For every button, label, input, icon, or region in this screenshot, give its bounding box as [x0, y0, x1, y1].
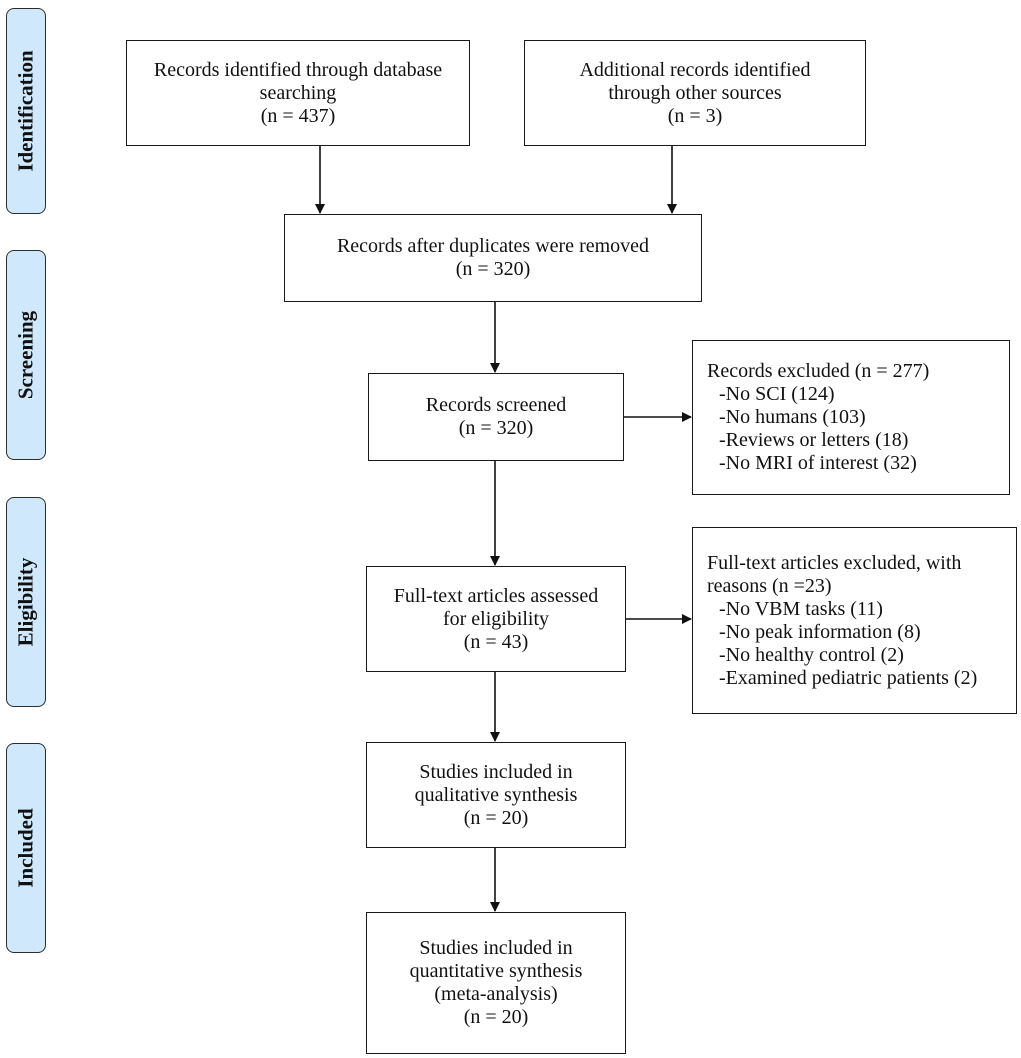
box-fulltext-line2: for eligibility — [442, 607, 550, 630]
box-database-line1: Records identified through database — [153, 58, 443, 81]
box-qualitative-count: (n = 20) — [463, 806, 529, 829]
box-other-count: (n = 3) — [667, 104, 723, 127]
box-fulltext-assessed: Full-text articles assessed for eligibil… — [366, 566, 626, 672]
box-fulltext-excluded-title2: reasons (n =23) — [707, 574, 832, 597]
box-fulltext-count: (n = 43) — [463, 630, 529, 653]
phase-screening: Screening — [6, 250, 46, 460]
box-fulltext-line1: Full-text articles assessed — [393, 584, 599, 607]
box-quantitative-line3: (meta-analysis) — [434, 983, 558, 1005]
phase-identification: Identification — [6, 8, 46, 214]
box-fulltext-excluded: Full-text articles excluded, with reason… — [692, 527, 1017, 714]
box-qualitative: Studies included in qualitative synthesi… — [366, 742, 626, 848]
box-excluded-title: Records excluded (n = 277) — [707, 360, 930, 382]
box-screened-line1: Records screened — [425, 394, 567, 416]
box-database-count: (n = 437) — [260, 104, 336, 127]
box-qualitative-line1: Studies included in — [419, 760, 573, 783]
box-quantitative: Studies included in quantitative synthes… — [366, 912, 626, 1054]
box-dedup: Records after duplicates were removed (n… — [284, 214, 702, 302]
box-dedup-count: (n = 320) — [455, 258, 531, 280]
phase-eligibility: Eligibility — [6, 497, 46, 707]
box-quantitative-count: (n = 20) — [463, 1006, 529, 1028]
box-dedup-line1: Records after duplicates were removed — [336, 235, 650, 257]
box-records-excluded: Records excluded (n = 277) -No SCI (124)… — [692, 340, 1010, 495]
phase-included: Included — [6, 743, 46, 953]
excluded-item: -Reviews or letters (18) — [719, 429, 909, 451]
box-database-records: Records identified through database sear… — [126, 40, 470, 146]
fulltext-excluded-item: -No healthy control (2) — [719, 643, 904, 666]
excluded-item: -No SCI (124) — [719, 383, 835, 405]
box-fulltext-excluded-title1: Full-text articles excluded, with — [707, 551, 962, 574]
excluded-item: -No humans (103) — [719, 406, 866, 428]
box-screened: Records screened (n = 320) — [368, 373, 624, 461]
box-screened-count: (n = 320) — [458, 417, 534, 439]
box-database-line2: searching — [259, 81, 337, 104]
box-other-line1: Additional records identified — [579, 58, 811, 81]
fulltext-excluded-item: -No peak information (8) — [719, 620, 921, 643]
box-quantitative-line1: Studies included in — [419, 937, 573, 959]
box-quantitative-line2: quantitative synthesis — [409, 960, 583, 982]
excluded-item: -No MRI of interest (32) — [719, 452, 917, 474]
fulltext-excluded-item: -No VBM tasks (11) — [719, 597, 883, 620]
box-other-line2: through other sources — [608, 81, 782, 104]
fulltext-excluded-item: -Examined pediatric patients (2) — [719, 666, 978, 689]
box-other-records: Additional records identified through ot… — [524, 40, 866, 146]
box-qualitative-line2: qualitative synthesis — [414, 783, 578, 806]
